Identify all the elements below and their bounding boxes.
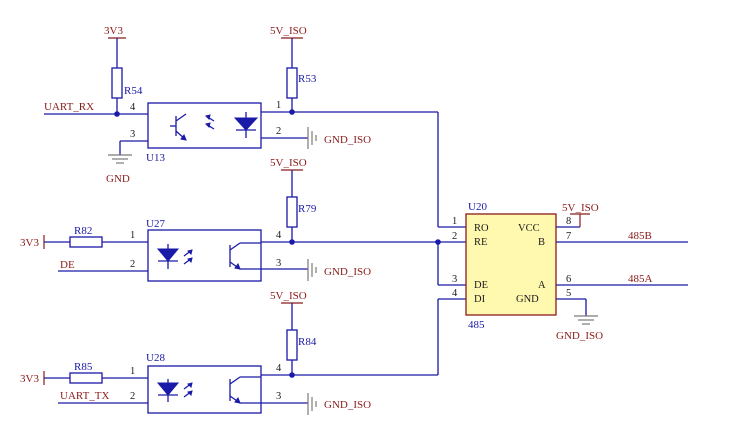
net-5v-iso-2: 5V_ISO (270, 157, 307, 169)
net-gnd-iso-3: GND_ISO (324, 399, 371, 411)
net-gnd-iso-u20: GND_ISO (556, 330, 603, 342)
pin-number: 4 (276, 363, 282, 374)
pin-number: 2 (130, 259, 135, 270)
resistor-r84 (286, 329, 298, 361)
junction-dot (114, 111, 120, 117)
pin-number: 1 (276, 100, 281, 111)
u20-pin-gnd: GND (516, 294, 539, 305)
ref-r82: R82 (74, 225, 92, 237)
u20-pin-re: RE (474, 237, 487, 248)
ref-r53: R53 (298, 73, 317, 85)
pin-number: 4 (130, 102, 136, 113)
u20-pin-vcc: VCC (518, 223, 540, 234)
u20-pin-ro: RO (474, 223, 489, 234)
u13-circuit (44, 37, 466, 228)
net-uart-rx: UART_RX (44, 101, 94, 113)
pin-number: 1 (452, 216, 457, 227)
resistor-r82 (69, 236, 103, 248)
ref-u27: U27 (146, 218, 165, 230)
ref-u20: U20 (468, 201, 487, 213)
resistor-r54 (111, 67, 123, 99)
ref-r85: R85 (74, 361, 93, 373)
net-uart-tx: UART_TX (60, 390, 110, 402)
pin-number: 2 (130, 391, 135, 402)
u20-pin-de: DE (474, 280, 488, 291)
net-5v-iso-1: 5V_ISO (270, 25, 307, 37)
net-485a: 485A (628, 273, 653, 285)
resistor-r79 (286, 196, 298, 228)
net-gnd-iso-1: GND_ISO (324, 134, 371, 146)
ref-u28: U28 (146, 352, 165, 364)
ref-u20-value: 485 (468, 319, 485, 331)
u20-pin-a: A (538, 280, 546, 291)
ref-r54: R54 (124, 85, 143, 97)
net-de: DE (60, 259, 75, 271)
u20-pin-di: DI (474, 294, 486, 305)
pin-number: 7 (566, 231, 571, 242)
pin-number: 3 (276, 258, 281, 269)
pin-number: 1 (130, 366, 135, 377)
net-gnd: GND (106, 173, 130, 185)
pin-number: 3 (130, 129, 135, 140)
pin-number: 2 (276, 126, 281, 137)
ic-u20 (465, 213, 557, 316)
pin-number: 3 (452, 274, 457, 285)
pin-number: 4 (276, 230, 282, 241)
resistor-r85 (69, 372, 103, 384)
pin-number: 2 (452, 231, 457, 242)
net-5v-iso-3: 5V_ISO (270, 290, 307, 302)
pin-number: 1 (130, 230, 135, 241)
net-485b: 485B (628, 230, 652, 242)
u27-circuit (43, 169, 466, 286)
net-5v-iso-u20: 5V_ISO (562, 202, 599, 214)
u20-circuit (465, 213, 688, 325)
net-gnd-iso-2: GND_ISO (324, 266, 371, 278)
net-3v3-mid: 3V3 (20, 237, 39, 249)
pin-number: 6 (566, 274, 571, 285)
net-3v3-top: 3V3 (104, 25, 123, 37)
pin-number: 3 (276, 391, 281, 402)
pin-number: 8 (566, 216, 571, 227)
ref-u13: U13 (146, 152, 165, 164)
ref-r79: R79 (298, 203, 317, 215)
pin-number: 4 (452, 288, 458, 299)
net-3v3-bot: 3V3 (20, 373, 39, 385)
pin-number: 5 (566, 288, 571, 299)
u28-circuit (43, 298, 466, 415)
u20-pin-b: B (538, 237, 545, 248)
ref-r84: R84 (298, 336, 317, 348)
resistor-r53 (286, 67, 298, 99)
